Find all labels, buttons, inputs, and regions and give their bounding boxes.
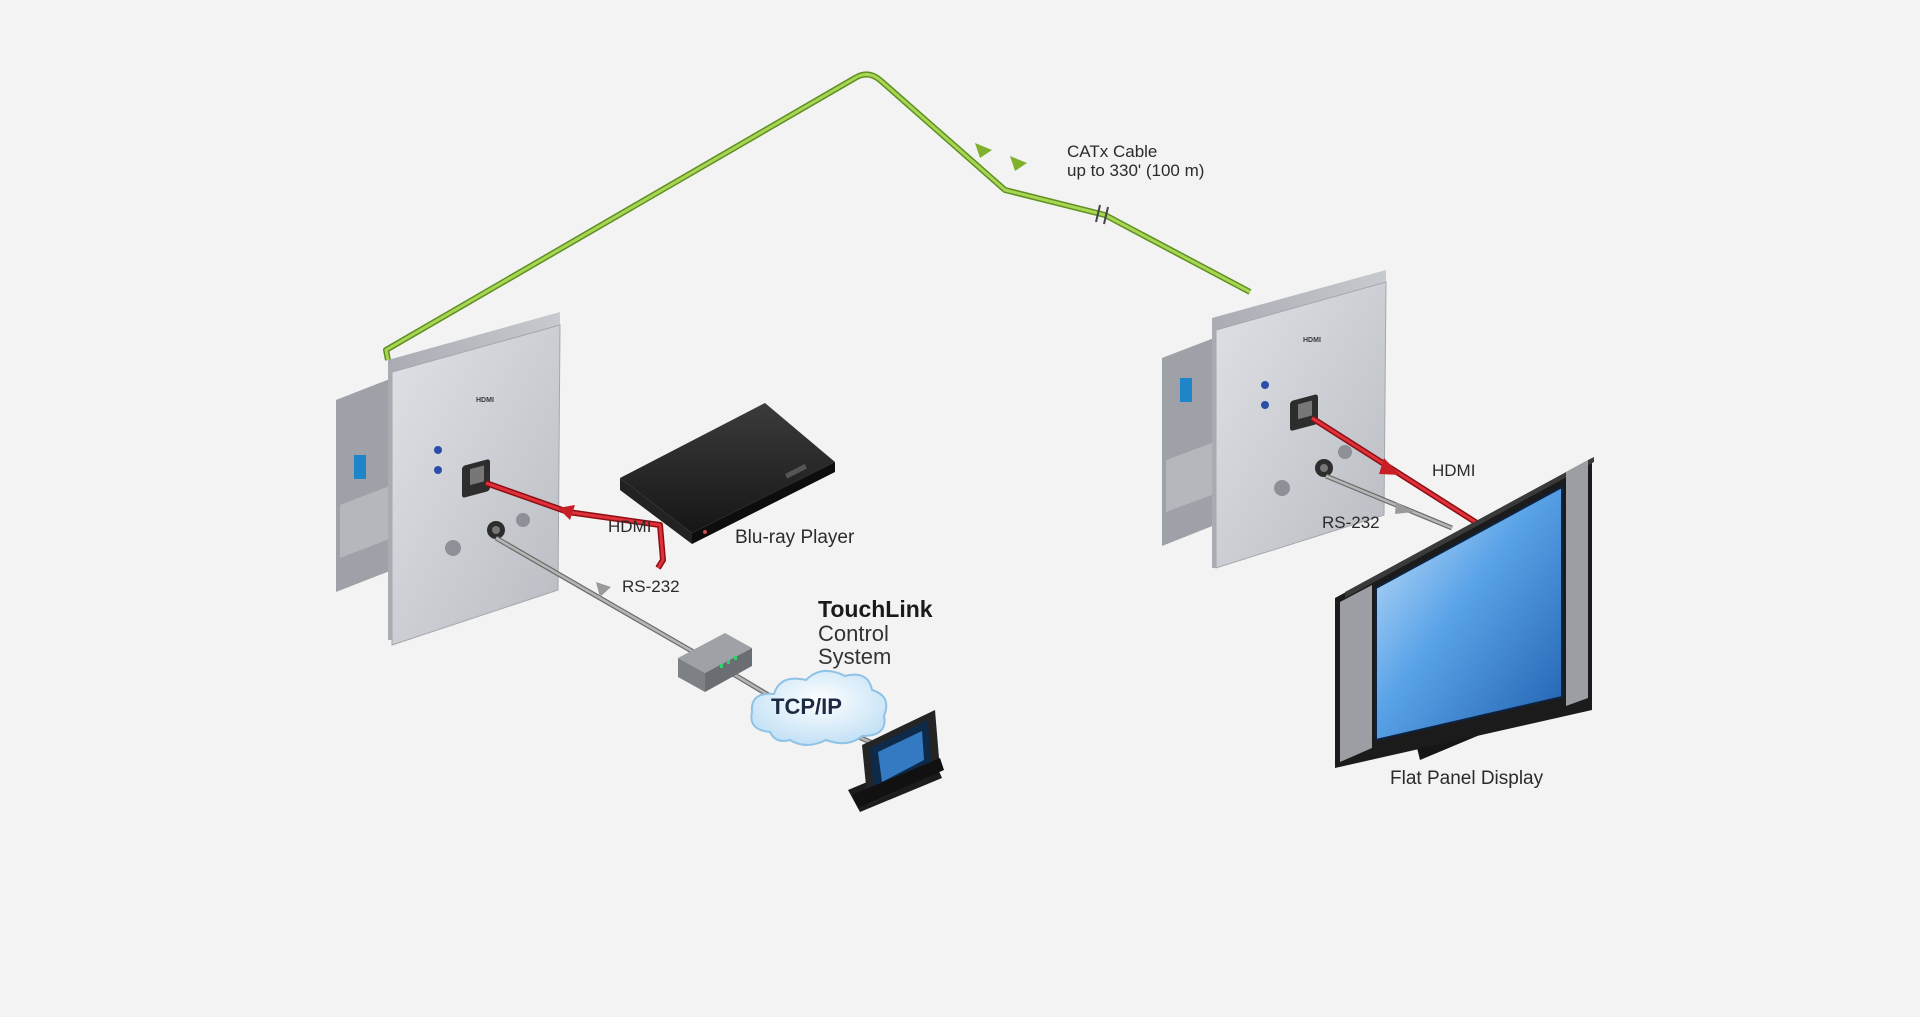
- touchlink-line3: System: [818, 644, 891, 669]
- bluray-player-icon: [620, 403, 835, 544]
- wall-plate-receiver-icon: HDMI: [1162, 270, 1387, 569]
- hdmi-right-label: HDMI: [1432, 461, 1475, 480]
- rs232-left-label: RS-232: [622, 577, 680, 596]
- touchpanel-icon: [848, 710, 944, 812]
- signal-arrow-icon: [1395, 502, 1414, 514]
- signal-arrow-icon: [1010, 156, 1027, 171]
- hdmi-cable-left: [484, 480, 666, 570]
- touchlink-line2: Control: [818, 621, 889, 646]
- control-processor-icon: [678, 633, 752, 692]
- led-icon: [434, 446, 442, 454]
- hdmi-left-label: HDMI: [608, 517, 651, 536]
- led-icon: [1261, 381, 1269, 389]
- catx-label-line1: CATx Cable: [1067, 142, 1157, 161]
- led-icon: [1261, 401, 1269, 409]
- bluray-label: Blu-ray Player: [735, 527, 855, 548]
- wall-plate-transmitter-icon: HDMI: [336, 312, 561, 646]
- catx-label-line2: up to 330' (100 m): [1067, 161, 1204, 180]
- rs232-right-label: RS-232: [1322, 513, 1380, 532]
- rs232-cable-right: [1325, 473, 1453, 531]
- signal-arrow-icon: [558, 505, 575, 520]
- hdmi-cable-right: [1310, 415, 1482, 528]
- flat-panel-label: Flat Panel Display: [1390, 768, 1544, 789]
- signal-arrow-icon: [596, 582, 611, 597]
- plate-title: HDMI: [476, 397, 494, 404]
- signal-arrow-icon: [1379, 458, 1400, 475]
- led-icon: [434, 466, 442, 474]
- signal-arrow-icon: [975, 143, 992, 158]
- network-cloud-icon: [750, 669, 888, 746]
- touchlink-title: TouchLink: [818, 596, 933, 622]
- tcpip-label: TCP/IP: [771, 694, 842, 719]
- plate-title: HDMI: [1303, 337, 1321, 344]
- flat-panel-display-icon: [1335, 457, 1594, 768]
- catx-cable: [383, 71, 1252, 361]
- cable-break-icon: [1095, 204, 1109, 225]
